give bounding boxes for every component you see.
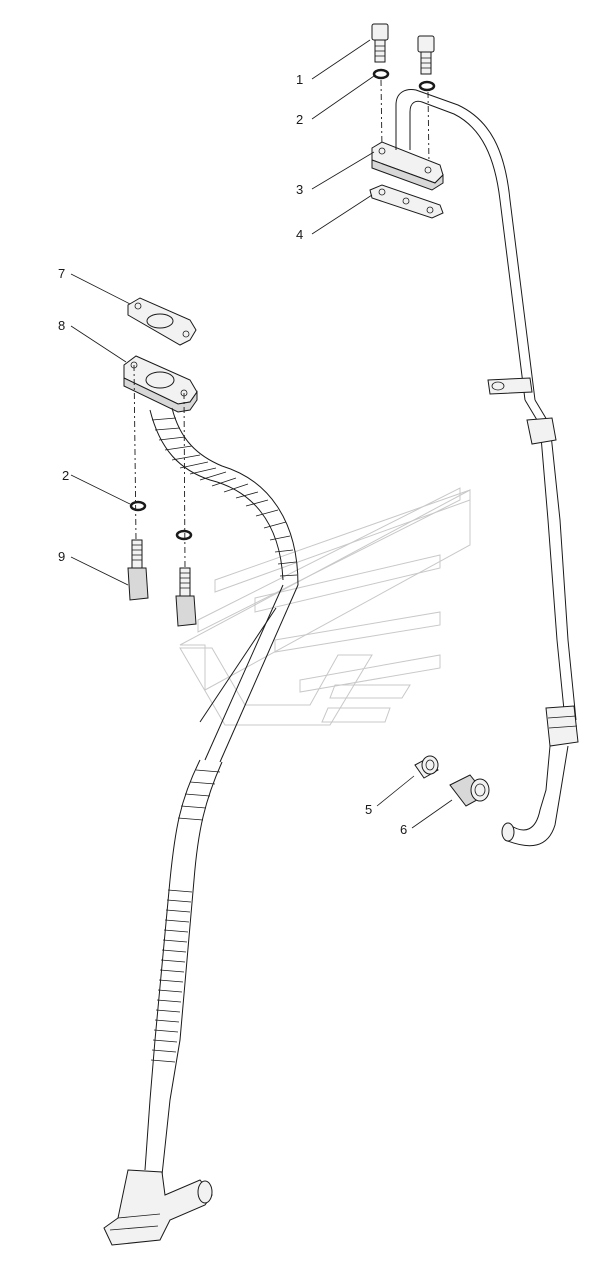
- nut-6: [449, 774, 490, 807]
- bolt-1-left: [371, 23, 389, 63]
- sleeve-5: [414, 755, 439, 779]
- callout-8: 8: [58, 318, 65, 333]
- rigid-pipe-right: [395, 89, 579, 847]
- bolt-1-right: [417, 35, 435, 75]
- watermark-logo: [179, 487, 471, 726]
- washer-2-right-b: [418, 80, 436, 92]
- flange-8: [123, 355, 198, 413]
- callout-2b: 2: [62, 468, 69, 483]
- right-pipe-assembly: [369, 23, 579, 847]
- centerline-left-a: [133, 364, 137, 541]
- corrugated-hose-lower: [144, 759, 223, 1176]
- centerline-right-b: [427, 91, 430, 166]
- gasket-4: [369, 184, 444, 219]
- corrugated-hose-upper: [149, 407, 299, 586]
- callout-6: 6: [400, 822, 407, 837]
- callout-7: 7: [58, 266, 65, 281]
- stud-9-right: [175, 567, 197, 627]
- callout-2a: 2: [296, 112, 303, 127]
- flange-3: [371, 141, 444, 191]
- rigid-tube-left: [199, 584, 299, 763]
- callout-9: 9: [58, 549, 65, 564]
- callout-3: 3: [296, 182, 303, 197]
- callouts: 1 2 3 4 7 8 2 9 5 6: [58, 72, 407, 837]
- stud-9-left: [127, 539, 149, 601]
- washer-2-left-b: [175, 529, 193, 541]
- washer-2-left-a: [129, 500, 147, 512]
- washer-2-right-a: [372, 68, 390, 80]
- callout-1: 1: [296, 72, 303, 87]
- callout-5: 5: [365, 802, 372, 817]
- left-hose-assembly: [103, 297, 299, 1246]
- gasket-7: [127, 297, 197, 346]
- elbow-fitting: [103, 1169, 213, 1246]
- centerline-right-a: [380, 79, 383, 151]
- leader-lines: [70, 39, 453, 829]
- centerline-left-b: [183, 392, 186, 569]
- callout-4: 4: [296, 227, 303, 242]
